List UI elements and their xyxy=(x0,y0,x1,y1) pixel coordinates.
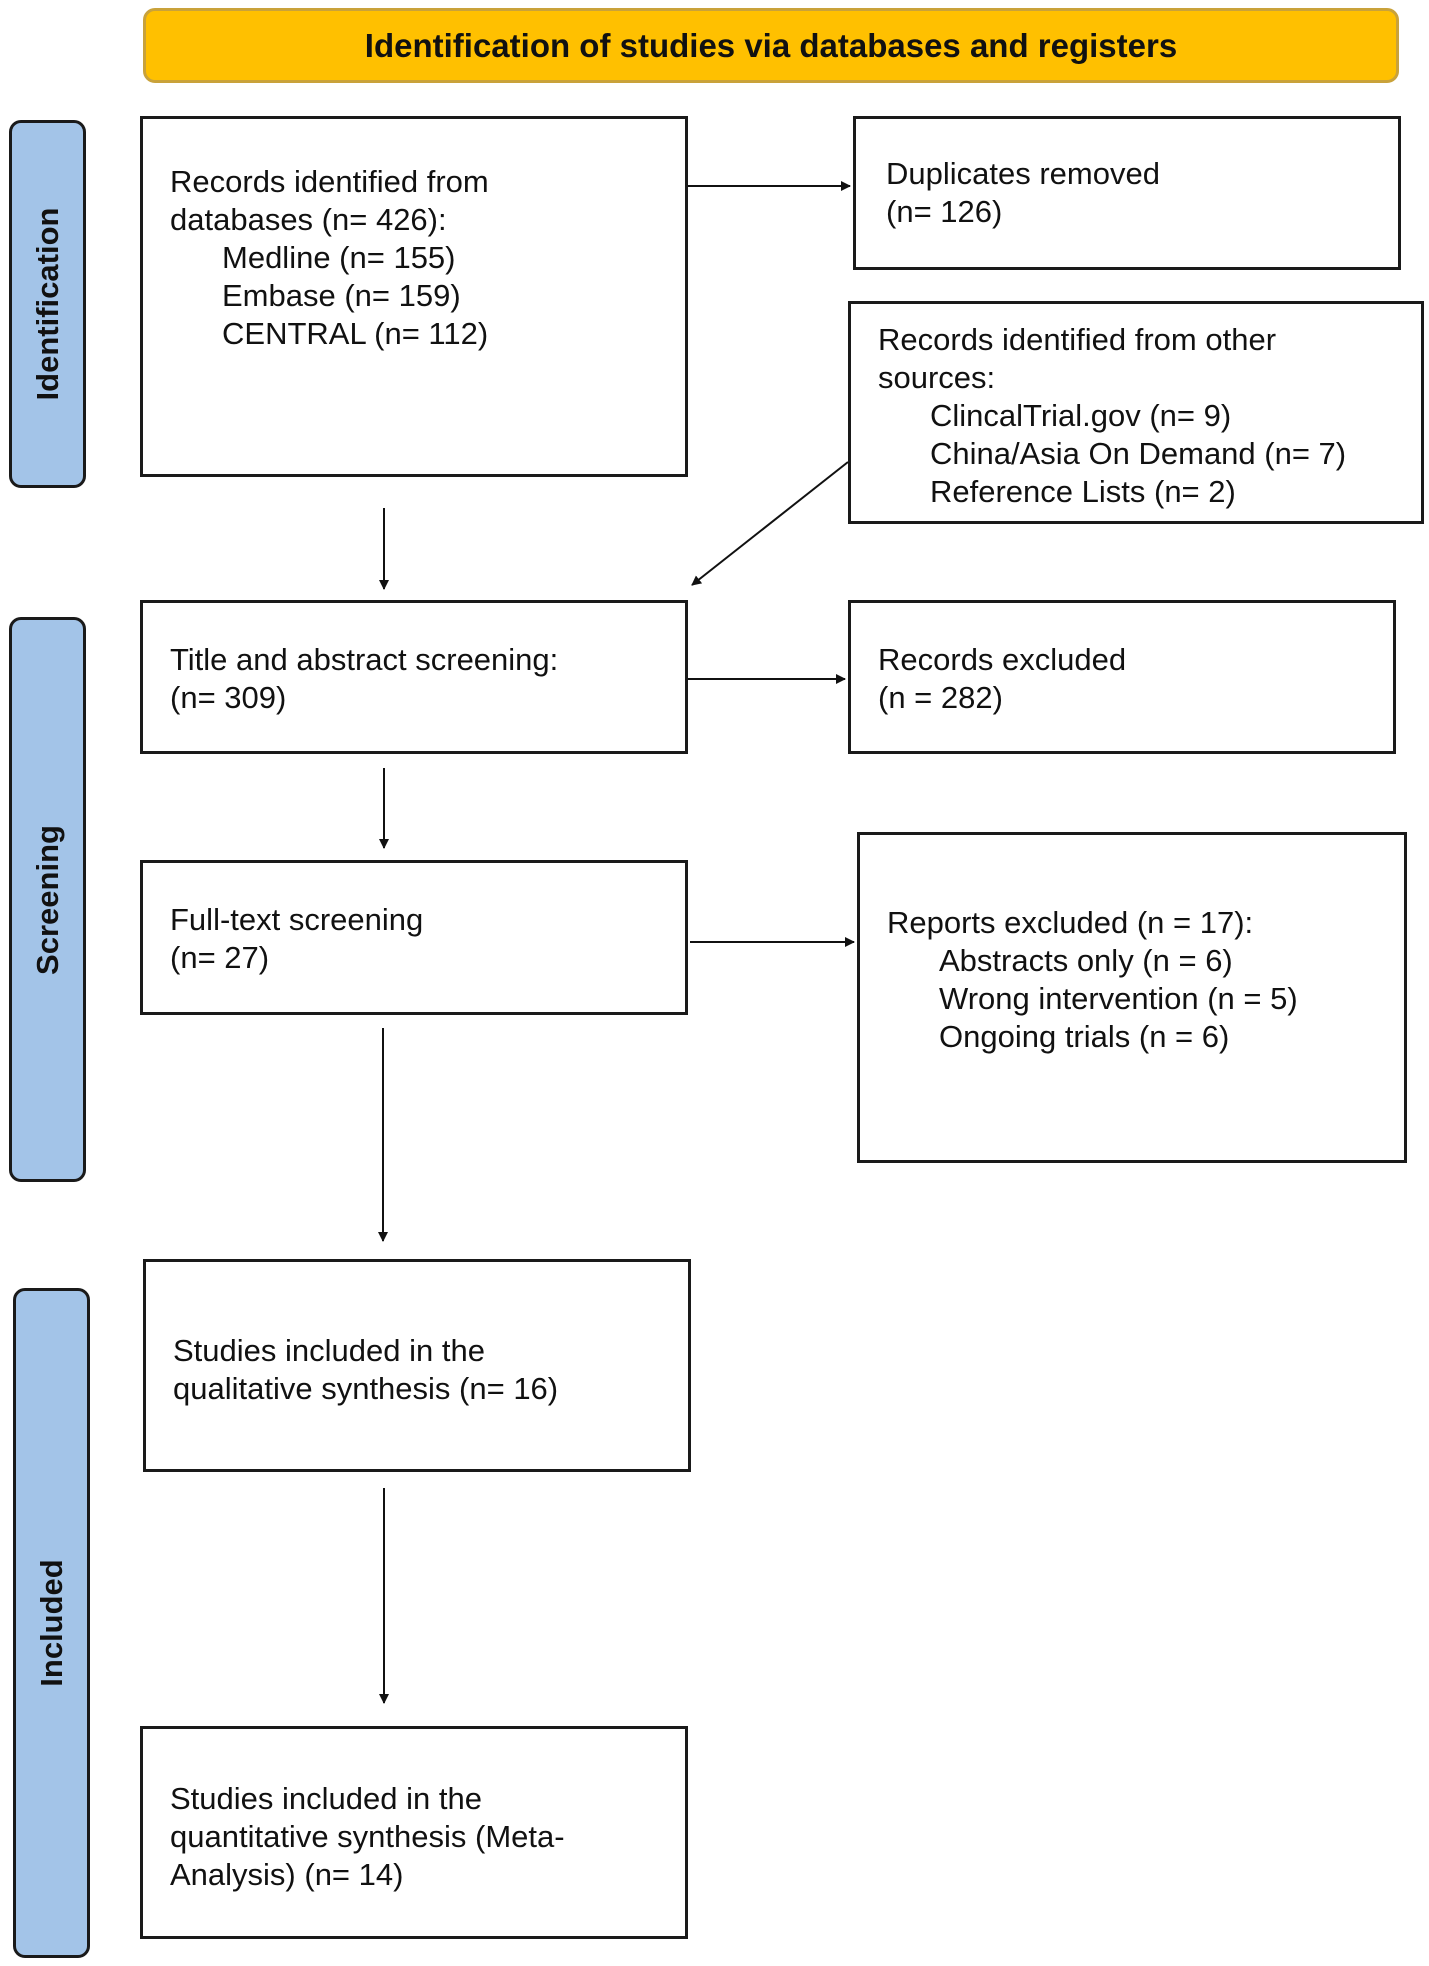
databases-item-central: CENTRAL (n= 112) xyxy=(222,316,489,351)
stage-included-label: Included xyxy=(33,1559,69,1687)
other-sources-item-clinicaltrial: ClincalTrial.gov (n= 9) xyxy=(930,398,1232,433)
title-abstract-line-2: (n= 309) xyxy=(170,680,287,715)
quantitative-line-2: quantitative synthesis (Meta- xyxy=(170,1819,565,1854)
full-text-line-2: (n= 27) xyxy=(170,940,270,975)
reports-excluded-item-wrong-intervention: Wrong intervention (n = 5) xyxy=(939,981,1298,1016)
box-records-databases: Records identified from databases (n= 42… xyxy=(140,116,688,477)
databases-item-medline: Medline (n= 155) xyxy=(222,240,456,275)
box-qualitative-synthesis: Studies included in the qualitative synt… xyxy=(143,1259,691,1472)
databases-heading-2: databases (n= 426): xyxy=(170,202,447,237)
arrow-other-sources-to-screening xyxy=(691,461,849,586)
full-text-line-1: Full-text screening xyxy=(170,902,424,937)
other-sources-item-china-asia: China/Asia On Demand (n= 7) xyxy=(930,436,1347,471)
quantitative-line-1: Studies included in the xyxy=(170,1781,482,1816)
databases-heading-1: Records identified from xyxy=(170,164,489,199)
title-abstract-line-1: Title and abstract screening: xyxy=(170,642,559,677)
duplicates-line-1: Duplicates removed xyxy=(886,156,1160,191)
banner-title: Identification of studies via databases … xyxy=(143,8,1399,83)
qualitative-line-2: qualitative synthesis (n= 16) xyxy=(173,1371,559,1406)
other-sources-heading-1: Records identified from other xyxy=(878,322,1277,357)
quantitative-line-3: Analysis) (n= 14) xyxy=(170,1857,404,1892)
box-quantitative-synthesis: Studies included in the quantitative syn… xyxy=(140,1726,688,1939)
stage-screening: Screening xyxy=(9,617,86,1182)
stage-screening-label: Screening xyxy=(29,824,65,975)
duplicates-line-2: (n= 126) xyxy=(886,194,1003,229)
box-records-excluded: Records excluded (n = 282) xyxy=(848,600,1396,754)
other-sources-item-reference-lists: Reference Lists (n= 2) xyxy=(930,474,1236,509)
databases-item-embase: Embase (n= 159) xyxy=(222,278,461,313)
records-excluded-line-2: (n = 282) xyxy=(878,680,1003,715)
reports-excluded-item-abstracts: Abstracts only (n = 6) xyxy=(939,943,1233,978)
other-sources-heading-2: sources: xyxy=(878,360,996,395)
stage-identification: Identification xyxy=(9,120,86,488)
box-title-abstract-screening: Title and abstract screening: (n= 309) xyxy=(140,600,688,754)
records-excluded-line-1: Records excluded xyxy=(878,642,1127,677)
reports-excluded-item-ongoing: Ongoing trials (n = 6) xyxy=(939,1019,1230,1054)
box-records-other-sources: Records identified from other sources: C… xyxy=(848,301,1424,524)
stage-identification-label: Identification xyxy=(29,207,65,401)
box-duplicates-removed: Duplicates removed (n= 126) xyxy=(853,116,1401,270)
qualitative-line-1: Studies included in the xyxy=(173,1333,485,1368)
box-full-text-screening: Full-text screening (n= 27) xyxy=(140,860,688,1015)
box-reports-excluded: Reports excluded (n = 17): Abstracts onl… xyxy=(857,832,1407,1163)
stage-included: Included xyxy=(13,1288,90,1958)
reports-excluded-heading: Reports excluded (n = 17): xyxy=(887,905,1254,940)
